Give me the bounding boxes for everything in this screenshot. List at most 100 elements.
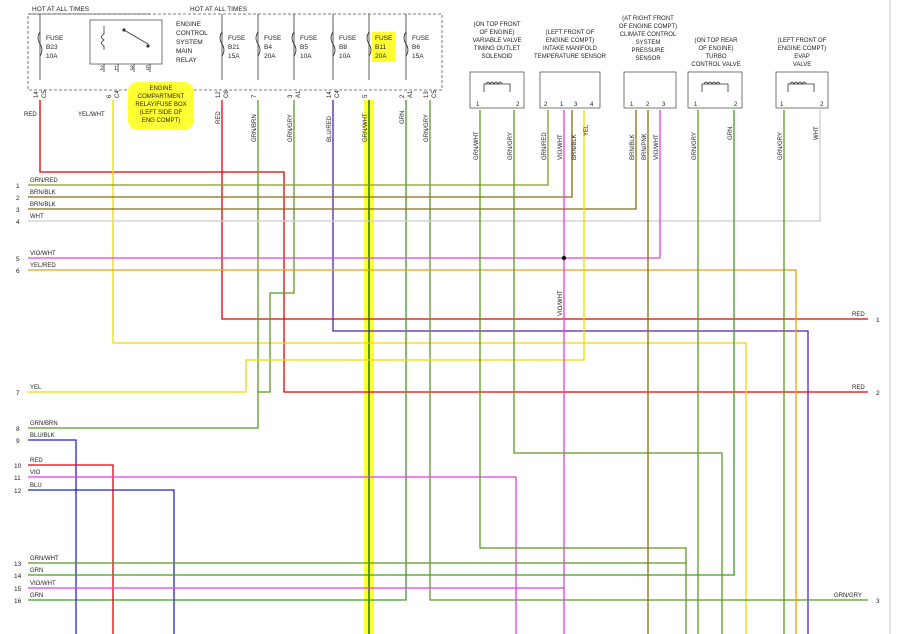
svg-text:OF ENGINE): OF ENGINE)	[698, 46, 733, 52]
svg-text:(AT RIGHT FRONT: (AT RIGHT FRONT	[622, 16, 674, 22]
component-vvt-solenoid: (ON TOP FRONT OF ENGINE) VARIABLE VALVE …	[469, 22, 525, 160]
row-label: BLU	[30, 483, 42, 489]
svg-text:10A: 10A	[46, 53, 58, 60]
svg-text:(ON TOP FRONT: (ON TOP FRONT	[473, 22, 520, 28]
fuse-b4: FUSE B4 20A	[255, 14, 282, 80]
row-label: YEL	[30, 385, 42, 391]
row-label: BRN/BLK	[30, 190, 56, 196]
svg-text:CONTROL VALVE: CONTROL VALVE	[691, 62, 740, 68]
svg-text:GRN/GRY: GRN/GRY	[692, 132, 698, 160]
wire-layer	[28, 100, 868, 634]
svg-text:RELAY/FUSE BOX: RELAY/FUSE BOX	[135, 102, 186, 108]
fuse-b11: FUSE B11 20A	[366, 14, 396, 80]
row-label: GRN	[30, 593, 43, 599]
wire-grn-gry-a	[258, 100, 295, 393]
svg-text:B11: B11	[375, 44, 386, 51]
wire-label: RED	[24, 112, 37, 118]
wire-label: GRN/GRY	[288, 114, 294, 142]
svg-text:15A: 15A	[228, 53, 240, 60]
svg-text:INTAKE MANIFOLD: INTAKE MANIFOLD	[543, 46, 598, 52]
wire-grn-brn	[28, 100, 259, 429]
svg-text:3: 3	[130, 66, 134, 72]
svg-text:BRN/BLK: BRN/BLK	[630, 134, 636, 160]
svg-text:ENG COMPT): ENG COMPT)	[142, 118, 180, 124]
svg-text:(LEFT SIDE OF: (LEFT SIDE OF	[140, 110, 183, 116]
mid-wire-label: VIO/WHT	[558, 290, 564, 316]
svg-text:15A: 15A	[412, 53, 424, 60]
row-label: BLU/BLK	[30, 433, 55, 439]
svg-text:VIO/WHT: VIO/WHT	[558, 134, 564, 160]
row-label: BRN/BLK	[30, 202, 56, 208]
row-label: GRN/RED	[30, 178, 58, 184]
row-number: 6	[16, 268, 20, 275]
row-number: 11	[14, 475, 21, 482]
svg-text:ENGINE COMPT): ENGINE COMPT)	[778, 46, 826, 52]
svg-text:ENGINE: ENGINE	[149, 86, 172, 92]
wire-row-4	[28, 110, 821, 222]
pin-conn: C5	[42, 90, 48, 98]
fuse-b23: FUSE B23 10A	[37, 14, 64, 80]
svg-text:3: 3	[574, 102, 578, 108]
pin-label: 6	[107, 94, 113, 98]
fuse-b8: FUSE B8 10A	[330, 14, 357, 80]
row-number: 12	[14, 488, 22, 495]
svg-text:GRN/GRY: GRN/GRY	[508, 132, 514, 160]
row-number: 7	[16, 390, 20, 397]
svg-text:1: 1	[476, 102, 480, 108]
svg-text:VARIABLE VALVE: VARIABLE VALVE	[472, 38, 521, 44]
component-evap-valve: (LEFT FRONT OF ENGINE COMPT) EVAP VALVE …	[775, 38, 829, 160]
pin-label: 13	[424, 91, 430, 98]
svg-text:2: 2	[100, 66, 104, 72]
row-number: 15	[14, 586, 22, 593]
svg-text:GRN: GRN	[728, 127, 734, 140]
pin-label: 5	[363, 94, 369, 98]
wire-row-12	[28, 489, 175, 634]
svg-text:FUSE: FUSE	[300, 35, 318, 42]
pin-conn: A1	[296, 90, 302, 98]
svg-text:1: 1	[630, 102, 634, 108]
svg-text:B5: B5	[300, 44, 308, 51]
row-number: 1	[876, 317, 880, 324]
row-label: VIO/WHT	[30, 251, 56, 257]
left-row-labels: 1 GRN/RED 2 BRN/BLK 3 BRN/BLK 4 WHT 5 VI…	[14, 178, 59, 605]
wire-label: GRN/BRN	[252, 114, 258, 142]
svg-text:VALVE: VALVE	[793, 62, 811, 68]
wire-row-10	[28, 464, 114, 634]
wire-row-3	[28, 110, 637, 210]
row-label: RED	[852, 385, 865, 391]
svg-text:(ON TOP REAR: (ON TOP REAR	[694, 38, 738, 44]
svg-text:2: 2	[544, 102, 548, 108]
fuse-box: HOT AT ALL TIMES HOT AT ALL TIMES FUSE B…	[27, 6, 443, 130]
row-number: 16	[14, 598, 22, 605]
row-number: 10	[14, 463, 22, 470]
svg-text:EVAP: EVAP	[794, 54, 810, 60]
row-number: 13	[14, 561, 22, 568]
pin-conn: A1	[408, 90, 414, 98]
svg-text:10A: 10A	[339, 53, 351, 60]
wire-vvt-1	[479, 110, 687, 563]
wire-row-13	[28, 562, 687, 634]
row-number: 3	[16, 207, 20, 214]
svg-text:1: 1	[780, 102, 784, 108]
svg-text:YEL: YEL	[584, 124, 590, 136]
pin-conn: C5	[432, 90, 438, 98]
row-number: 4	[16, 219, 20, 226]
component-turbo-valve: (ON TOP REAR OF ENGINE) TURBO CONTROL VA…	[687, 38, 743, 160]
svg-text:10A: 10A	[300, 53, 312, 60]
row-label: WHT	[30, 214, 44, 220]
wire-label: BLU/RED	[327, 115, 333, 142]
svg-text:OF ENGINE COMPT): OF ENGINE COMPT)	[619, 24, 677, 30]
fuse-box-outline	[27, 13, 443, 91]
fusebox-note: ENGINE COMPARTMENT RELAY/FUSE BOX (LEFT …	[128, 82, 194, 130]
svg-text:B23: B23	[46, 44, 58, 51]
fuse-b11-highlight	[372, 32, 396, 62]
svg-text:VIO/WHT: VIO/WHT	[654, 134, 660, 160]
svg-text:GRN/RED: GRN/RED	[542, 132, 548, 160]
svg-text:4: 4	[590, 102, 594, 108]
row-number: 1	[16, 183, 20, 190]
svg-text:ENGINE COMPT): ENGINE COMPT)	[546, 38, 594, 44]
svg-text:3: 3	[662, 102, 666, 108]
pin-conn: C4	[335, 90, 341, 98]
splice-dot	[561, 255, 567, 261]
wire-row-2	[28, 110, 573, 198]
